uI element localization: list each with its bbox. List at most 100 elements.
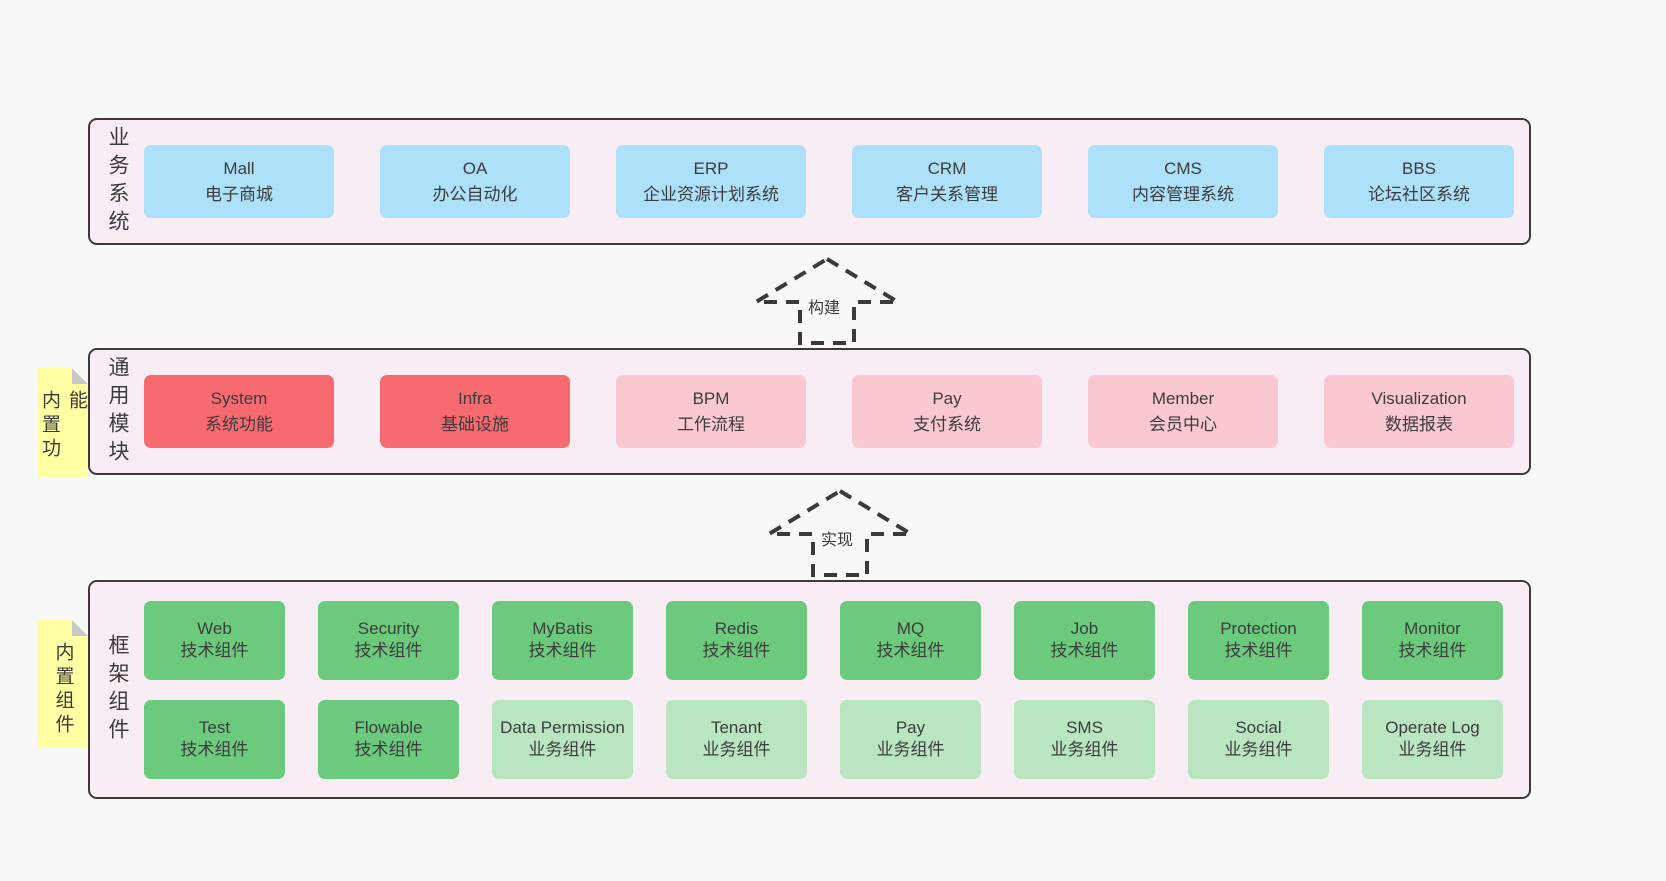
box-title: MyBatis bbox=[532, 618, 593, 638]
sticky-label: 内置功能 bbox=[39, 390, 87, 462]
sticky-built-in-features: 内置功能 bbox=[38, 368, 88, 478]
box-title: Monitor bbox=[1404, 618, 1461, 638]
sticky-label: 内置组件 bbox=[52, 642, 74, 738]
box-title: Pay bbox=[932, 389, 962, 408]
box-oa: OA 办公自动化 bbox=[380, 145, 570, 218]
box-subtitle: 业务组件 bbox=[1398, 740, 1467, 759]
box-sms: SMS 业务组件 bbox=[1014, 699, 1155, 779]
box-subtitle: 业务组件 bbox=[876, 740, 945, 759]
box-system: System 系统功能 bbox=[144, 375, 334, 448]
business-systems-row: Mall 电子商城 OA 办公自动化 ERP 企业资源计划系统 CRM 客户关系… bbox=[144, 120, 1529, 243]
box-social: Social 业务组件 bbox=[1188, 699, 1329, 779]
box-member: Member 会员中心 bbox=[1088, 375, 1278, 448]
box-subtitle: 技术组件 bbox=[876, 641, 945, 660]
layer-label-common-modules: 通用模块 bbox=[106, 355, 129, 468]
box-crm: CRM 客户关系管理 bbox=[852, 145, 1042, 218]
box-subtitle: 技术组件 bbox=[1398, 641, 1467, 660]
box-subtitle: 技术组件 bbox=[528, 641, 597, 660]
box-operate-log: Operate Log 业务组件 bbox=[1362, 699, 1503, 779]
box-subtitle: 业务组件 bbox=[702, 740, 771, 759]
box-title: Web bbox=[197, 618, 232, 638]
box-subtitle: 内容管理系统 bbox=[1132, 184, 1234, 204]
box-subtitle: 业务组件 bbox=[1050, 740, 1119, 759]
box-title: Tenant bbox=[710, 717, 763, 737]
box-data-permission: Data Permission 业务组件 bbox=[492, 699, 633, 779]
box-title: ERP bbox=[693, 159, 729, 178]
box-title: Visualization bbox=[1371, 389, 1467, 408]
box-subtitle: 业务组件 bbox=[1224, 740, 1293, 759]
box-title: Infra bbox=[457, 389, 493, 408]
box-subtitle: 基础设施 bbox=[441, 414, 509, 434]
box-title: Test bbox=[198, 717, 231, 737]
box-bpm: BPM 工作流程 bbox=[616, 375, 806, 448]
box-title: BPM bbox=[692, 389, 730, 408]
box-subtitle: 技术组件 bbox=[1224, 641, 1293, 660]
box-infra: Infra 基础设施 bbox=[380, 375, 570, 448]
box-cms: CMS 内容管理系统 bbox=[1088, 145, 1278, 218]
box-title: Social bbox=[1235, 717, 1282, 737]
box-visualization: Visualization 数据报表 bbox=[1324, 375, 1514, 448]
box-monitor: Monitor 技术组件 bbox=[1362, 600, 1503, 680]
box-title: Data Permission bbox=[500, 717, 625, 737]
box-mybatis: MyBatis 技术组件 bbox=[492, 600, 633, 680]
box-subtitle: 系统功能 bbox=[205, 414, 273, 434]
box-web: Web 技术组件 bbox=[144, 600, 285, 680]
box-title: Job bbox=[1070, 618, 1099, 638]
box-flowable: Flowable 技术组件 bbox=[318, 699, 459, 779]
box-subtitle: 数据报表 bbox=[1385, 414, 1453, 434]
box-job: Job 技术组件 bbox=[1014, 600, 1155, 680]
box-subtitle: 办公自动化 bbox=[432, 184, 518, 204]
box-test: Test 技术组件 bbox=[144, 699, 285, 779]
box-title: Security bbox=[357, 618, 420, 638]
box-title: CRM bbox=[927, 159, 967, 178]
box-title: BBS bbox=[1401, 159, 1437, 178]
box-bbs: BBS 论坛社区系统 bbox=[1324, 145, 1514, 218]
build-arrow: 构建 bbox=[752, 255, 902, 347]
box-title: Pay bbox=[895, 717, 926, 737]
folded-corner-icon bbox=[72, 620, 88, 636]
layer-framework-components: 框架组件 Web 技术组件 Security 技术组件 MyBatis 技术组件… bbox=[88, 580, 1531, 799]
box-title: System bbox=[210, 389, 268, 408]
box-subtitle: 企业资源计划系统 bbox=[643, 184, 779, 204]
framework-components-grid: Web 技术组件 Security 技术组件 MyBatis 技术组件 Redi… bbox=[144, 582, 1529, 797]
folded-corner-icon bbox=[72, 368, 88, 384]
box-title: Flowable bbox=[354, 717, 423, 737]
box-subtitle: 工作流程 bbox=[677, 414, 745, 434]
box-title: Member bbox=[1151, 389, 1215, 408]
dashed-up-arrow-icon bbox=[765, 488, 915, 577]
box-subtitle: 技术组件 bbox=[702, 641, 771, 660]
box-title: Redis bbox=[714, 618, 759, 638]
box-pay-component: Pay 业务组件 bbox=[840, 699, 981, 779]
box-subtitle: 支付系统 bbox=[913, 414, 981, 434]
box-title: Operate Log bbox=[1385, 717, 1480, 737]
common-modules-row: System 系统功能 Infra 基础设施 BPM 工作流程 Pay 支付系统… bbox=[144, 350, 1529, 473]
box-erp: ERP 企业资源计划系统 bbox=[616, 145, 806, 218]
box-subtitle: 业务组件 bbox=[528, 740, 597, 759]
box-pay-system: Pay 支付系统 bbox=[852, 375, 1042, 448]
box-mall: Mall 电子商城 bbox=[144, 145, 334, 218]
box-subtitle: 技术组件 bbox=[354, 740, 423, 759]
layer-common-modules: 通用模块 System 系统功能 Infra 基础设施 BPM 工作流程 Pay… bbox=[88, 348, 1531, 475]
box-title: OA bbox=[462, 159, 488, 178]
box-security: Security 技术组件 bbox=[318, 600, 459, 680]
box-subtitle: 客户关系管理 bbox=[896, 184, 998, 204]
implement-arrow: 实现 bbox=[765, 487, 915, 579]
box-subtitle: 技术组件 bbox=[180, 740, 249, 759]
box-title: MQ bbox=[896, 618, 925, 638]
box-subtitle: 电子商城 bbox=[205, 184, 273, 204]
layer-business-systems: 业务系统 Mall 电子商城 OA 办公自动化 ERP 企业资源计划系统 CRM… bbox=[88, 118, 1531, 245]
box-title: SMS bbox=[1066, 717, 1103, 737]
layer-label-framework-components: 框架组件 bbox=[106, 633, 129, 746]
box-subtitle: 论坛社区系统 bbox=[1368, 184, 1470, 204]
box-protection: Protection 技术组件 bbox=[1188, 600, 1329, 680]
box-subtitle: 技术组件 bbox=[1050, 641, 1119, 660]
sticky-built-in-components: 内置组件 bbox=[38, 620, 88, 748]
box-mq: MQ 技术组件 bbox=[840, 600, 981, 680]
box-title: CMS bbox=[1164, 159, 1202, 178]
box-subtitle: 会员中心 bbox=[1149, 414, 1217, 434]
box-title: Mall bbox=[223, 159, 255, 178]
box-title: Protection bbox=[1220, 618, 1297, 638]
box-tenant: Tenant 业务组件 bbox=[666, 699, 807, 779]
box-subtitle: 技术组件 bbox=[180, 641, 249, 660]
box-subtitle: 技术组件 bbox=[354, 641, 423, 660]
